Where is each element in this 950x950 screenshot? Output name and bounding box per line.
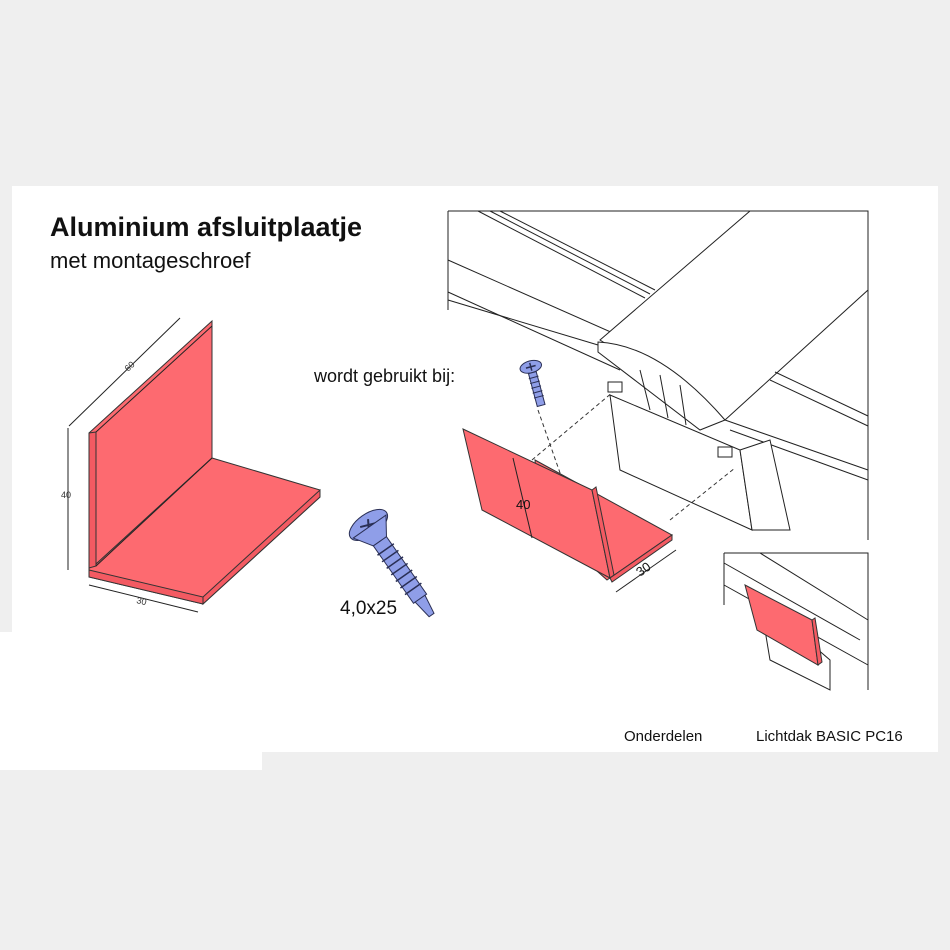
- detail-dimension-line-depth: [615, 549, 677, 593]
- detail-dimension-line-height: [512, 457, 533, 539]
- dimension-length: 60: [123, 359, 137, 373]
- angle-plate-exploded: 40 30: [462, 428, 677, 593]
- roof-profile-drawing: [447, 210, 869, 540]
- dimension-line-length: [68, 317, 181, 427]
- used-with-label: wordt gebruikt bij:: [313, 366, 455, 386]
- footer-section: Onderdelen: [624, 728, 702, 745]
- footer-product: Lichtdak BASIC PC16: [756, 728, 903, 745]
- screw-size-label: 4,0x25: [340, 598, 397, 619]
- dimension-line-depth: [88, 584, 199, 613]
- content-panel-extension: [0, 632, 262, 770]
- installed-detail-inset: [723, 552, 869, 691]
- dimension-height: 40: [61, 490, 71, 500]
- detail-dimension-height: 40: [516, 497, 530, 512]
- subtitle: met montageschroef: [50, 248, 251, 273]
- angle-plate-dimensioned: 60 40 30: [61, 317, 321, 613]
- screw-large-icon: [348, 508, 435, 618]
- detail-dimension-depth: 30: [633, 559, 653, 580]
- dimension-depth: 30: [136, 595, 148, 607]
- title: Aluminium afsluitplaatje: [50, 212, 362, 242]
- screw-small-icon: [519, 359, 546, 408]
